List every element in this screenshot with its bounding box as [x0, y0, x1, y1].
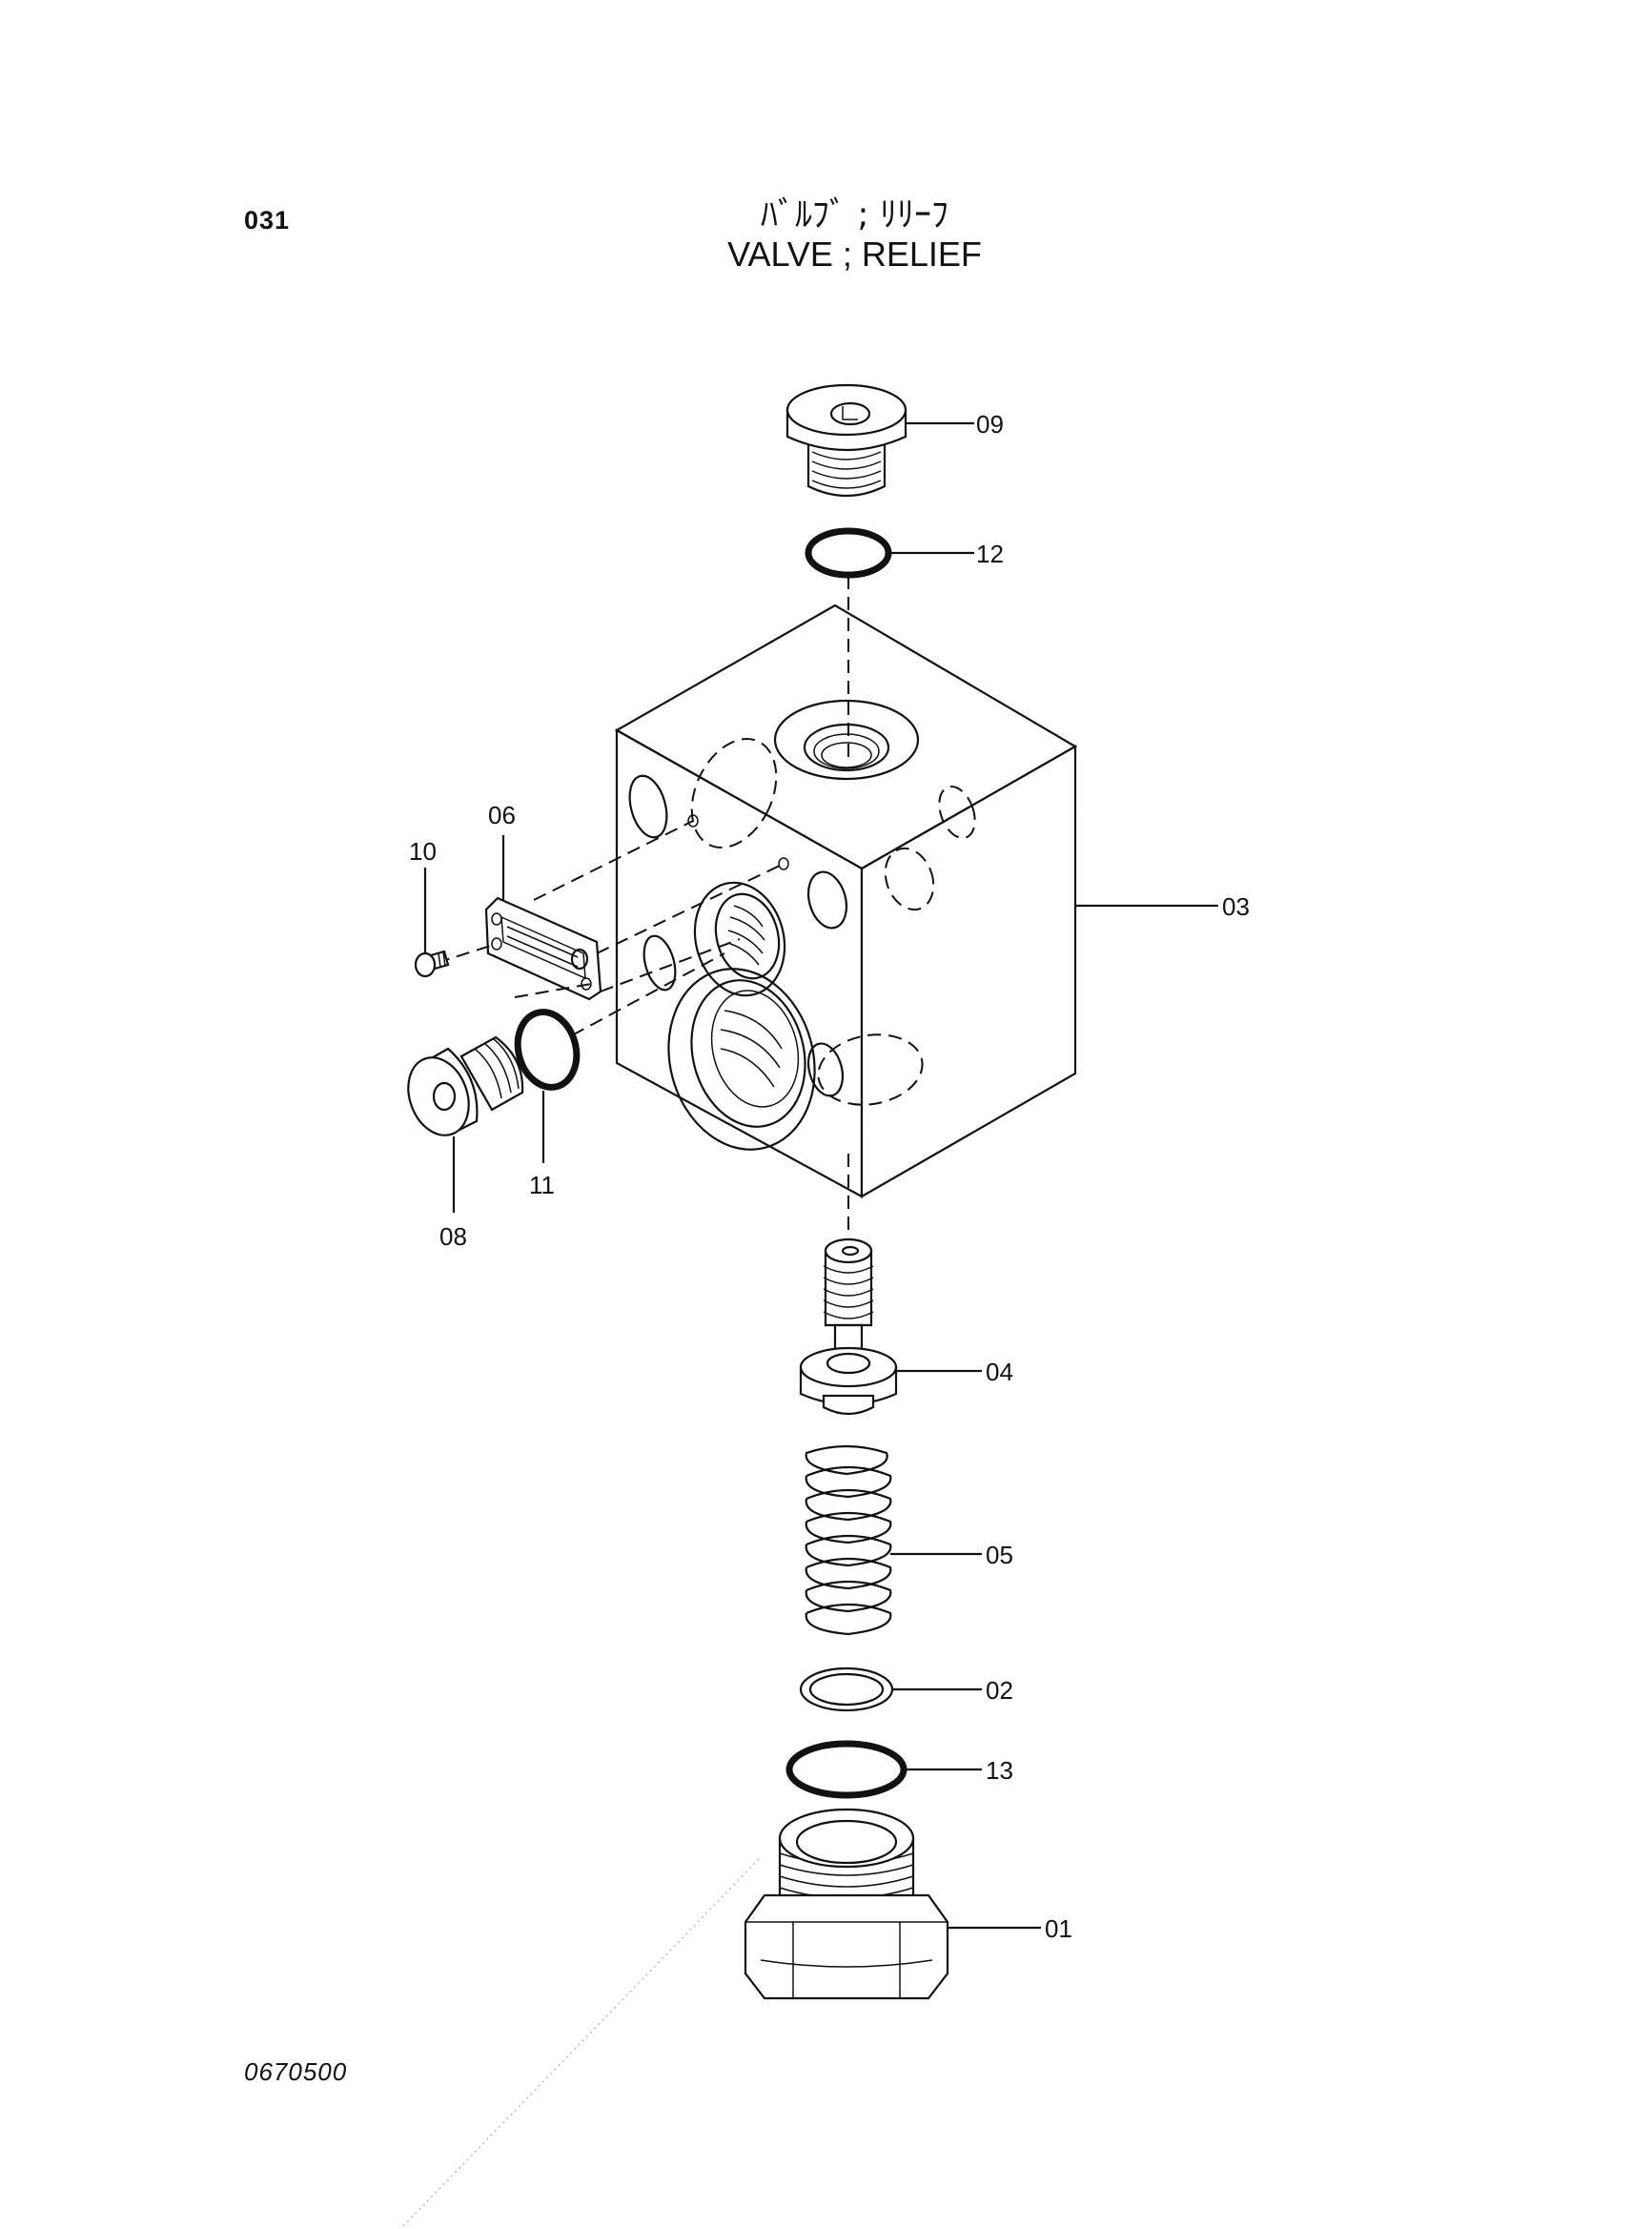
part-12-o-ring [805, 527, 892, 579]
part-13-o-ring [785, 1740, 908, 1799]
callout-05: 05 [986, 1541, 1013, 1569]
callout-08: 08 [439, 1222, 467, 1251]
part-11-o-ring [514, 1009, 581, 1091]
part-01-plug-nut [744, 1808, 949, 2000]
part-08-plug [407, 1035, 524, 1136]
callout-11: 11 [529, 1171, 555, 1199]
page-number: 031 [244, 206, 291, 235]
part-02-washer [799, 1667, 894, 1712]
part-09-plug [785, 383, 908, 498]
callout-12: 12 [976, 540, 1004, 568]
part-06-plate [484, 896, 602, 1001]
callout-02: 02 [986, 1676, 1013, 1705]
o-ring-11-alignment [571, 952, 725, 1036]
callout-03: 03 [1222, 892, 1250, 921]
scan-artifact-line [399, 1858, 760, 2229]
title-japanese: ﾊﾞﾙﾌﾞ ; ﾘﾘｰﾌ [760, 195, 948, 235]
part-10-screw [414, 950, 450, 978]
callout-10: 10 [409, 837, 437, 866]
callout-04: 04 [986, 1358, 1013, 1386]
title-english: VALVE ; RELIEF [727, 235, 982, 274]
part-05-spring [805, 1444, 892, 1636]
part-03-valve-block [614, 603, 1078, 1198]
callout-01: 01 [1045, 1914, 1072, 1943]
part-04-poppet [799, 1237, 898, 1416]
plate-alignment-lines [533, 820, 785, 992]
callout-13: 13 [986, 1756, 1013, 1785]
document-code: 0670500 [244, 2057, 348, 2086]
callout-09: 09 [976, 410, 1004, 439]
callout-06: 06 [488, 801, 516, 829]
